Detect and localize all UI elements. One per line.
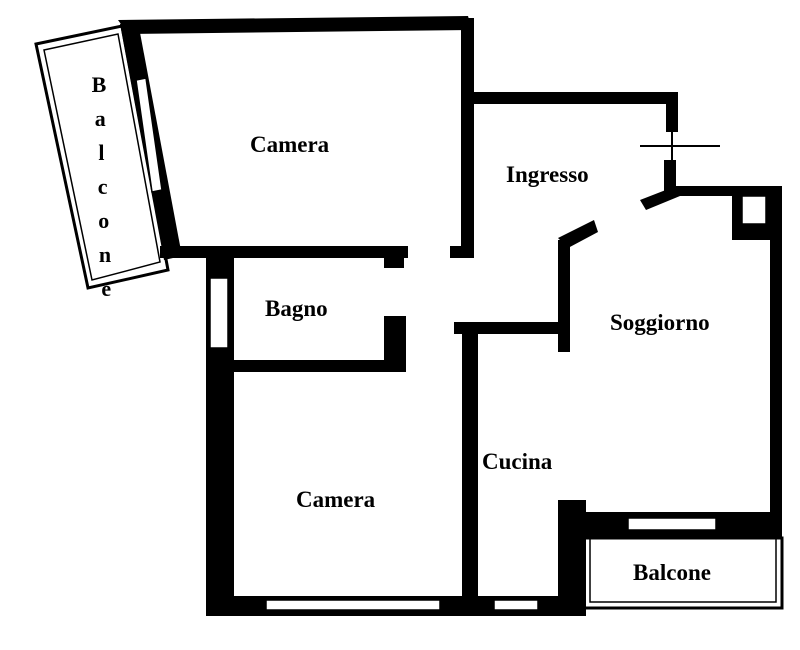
wall-ingresso-top (470, 92, 678, 104)
wall-camera-bottom-left (160, 246, 408, 258)
wall-camera-cucina (462, 334, 478, 616)
wall-ingresso-right (666, 92, 678, 132)
wall-bagno-right-lower (384, 316, 406, 368)
wall-bagno-right-upper (384, 256, 404, 268)
balcone-bottom-inner (589, 537, 777, 603)
label-camera-top: Camera (250, 132, 330, 157)
window-bagno (209, 277, 229, 349)
room-labels: Camera Ingresso Bagno Soggiorno Cucina C… (92, 72, 711, 585)
wall-top-right-camera (461, 18, 474, 256)
wall-entry-jamb (664, 160, 676, 194)
wall-cucina-top (454, 322, 566, 334)
wall-soggiorno-right (770, 186, 782, 526)
closet-inner (741, 195, 767, 225)
wall-camera-bottom-right (450, 246, 474, 258)
wall-soggiorno-top (676, 186, 780, 196)
label-bagno: Bagno (265, 296, 328, 321)
walls (34, 16, 784, 616)
window-soggiorno-bottom (627, 517, 717, 531)
balcone-left-outline (34, 24, 170, 290)
balcone-left-inner (43, 33, 161, 281)
window-cucina-bottom (493, 599, 539, 611)
label-cucina: Cucina (482, 449, 553, 474)
label-camera-bottom: Camera (296, 487, 376, 512)
wall-entry-diagonal (640, 186, 680, 210)
label-balcone-bottom: Balcone (633, 560, 711, 585)
window-camera-bottom (265, 599, 441, 611)
wall-soggiorno-left (558, 240, 570, 352)
window-camera-left (135, 77, 163, 193)
label-ingresso: Ingresso (506, 162, 589, 187)
label-soggiorno: Soggiorno (610, 310, 710, 335)
wall-bagno-bottom (234, 360, 406, 372)
wall-top (118, 16, 472, 34)
